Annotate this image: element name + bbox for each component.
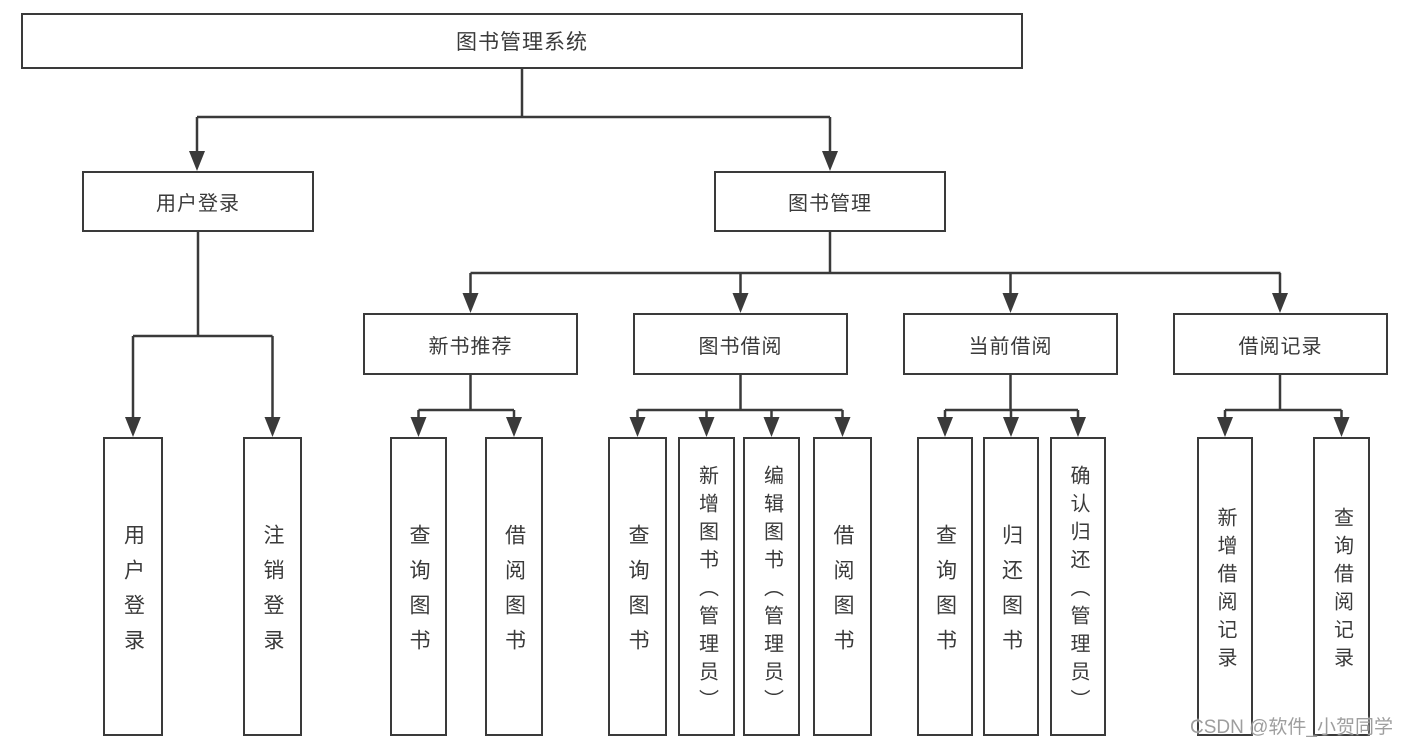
leaf-borrow-books-recommend: 借阅图书	[485, 437, 543, 736]
node-label: 用户登录	[156, 193, 240, 215]
arrowhead	[937, 417, 953, 437]
arrowhead	[462, 293, 479, 313]
leaf-logout: 注销登录	[243, 437, 302, 736]
node-label: 查询图书	[933, 523, 957, 664]
arrowhead	[1002, 293, 1019, 313]
leaf-user-login: 用户登录	[103, 437, 163, 736]
arrowhead	[506, 417, 522, 437]
arrowhead	[189, 151, 205, 171]
arrowhead	[1003, 417, 1019, 437]
node-borrowing-records: 借阅记录	[1173, 313, 1388, 375]
node-label: 归还图书	[999, 523, 1023, 664]
arrowhead	[698, 417, 715, 437]
node-label: 注销登录	[261, 523, 284, 664]
leaf-query-books-recommend: 查询图书	[390, 437, 447, 736]
arrowhead	[1070, 417, 1086, 437]
node-label: 借阅图书	[502, 523, 526, 664]
leaf-borrow-books: 借阅图书	[813, 437, 872, 736]
csdn-watermark: CSDN @软件_小贺同学	[1190, 717, 1393, 738]
arrowhead	[822, 151, 838, 171]
arrowhead	[1217, 417, 1233, 437]
node-label: 图书管理	[788, 193, 872, 215]
arrowhead	[125, 417, 141, 437]
node-label: 新书推荐	[428, 335, 513, 358]
node-label: 查询借阅记录	[1330, 506, 1353, 675]
node-label: 查询图书	[407, 523, 430, 664]
leaf-confirm-return-admin: 确认归还（管理员）	[1050, 437, 1106, 736]
arrowhead	[732, 293, 749, 313]
node-label: 借阅图书	[831, 523, 854, 664]
leaf-add-books-admin: 新增图书（管理员）	[678, 437, 735, 736]
arrowhead	[264, 417, 281, 437]
node-label: 用户登录	[121, 523, 145, 664]
node-label: 查询图书	[626, 523, 649, 664]
leaf-add-borrow-record: 新增借阅记录	[1197, 437, 1253, 736]
arrowhead	[1333, 417, 1350, 437]
node-label: 确认归还（管理员）	[1067, 464, 1089, 717]
arrowhead	[763, 417, 780, 437]
node-label: 图书借阅	[698, 335, 783, 358]
leaf-query-books-borrowing: 查询图书	[608, 437, 667, 736]
node-label: 新增借阅记录	[1214, 506, 1236, 675]
node-current-borrowing: 当前借阅	[903, 313, 1118, 375]
leaf-query-books-current: 查询图书	[917, 437, 973, 736]
node-label: 借阅记录	[1238, 335, 1323, 358]
node-book-borrowing: 图书借阅	[633, 313, 848, 375]
node-label: 编辑图书（管理员）	[760, 464, 783, 717]
arrowhead	[834, 417, 851, 437]
leaf-query-borrow-record: 查询借阅记录	[1313, 437, 1370, 736]
node-book-management: 图书管理	[714, 171, 946, 232]
node-new-book-recommendation: 新书推荐	[363, 313, 578, 375]
node-label: 图书管理系统	[456, 31, 588, 54]
node-label: 当前借阅	[968, 335, 1053, 358]
node-label: 新增图书（管理员）	[695, 464, 718, 717]
leaf-edit-books-admin: 编辑图书（管理员）	[743, 437, 800, 736]
arrowhead	[629, 417, 646, 437]
node-library-management-system: 图书管理系统	[21, 13, 1023, 69]
node-user-login: 用户登录	[82, 171, 314, 232]
leaf-return-books: 归还图书	[983, 437, 1039, 736]
arrowhead	[1272, 293, 1288, 313]
arrowhead	[410, 417, 427, 437]
